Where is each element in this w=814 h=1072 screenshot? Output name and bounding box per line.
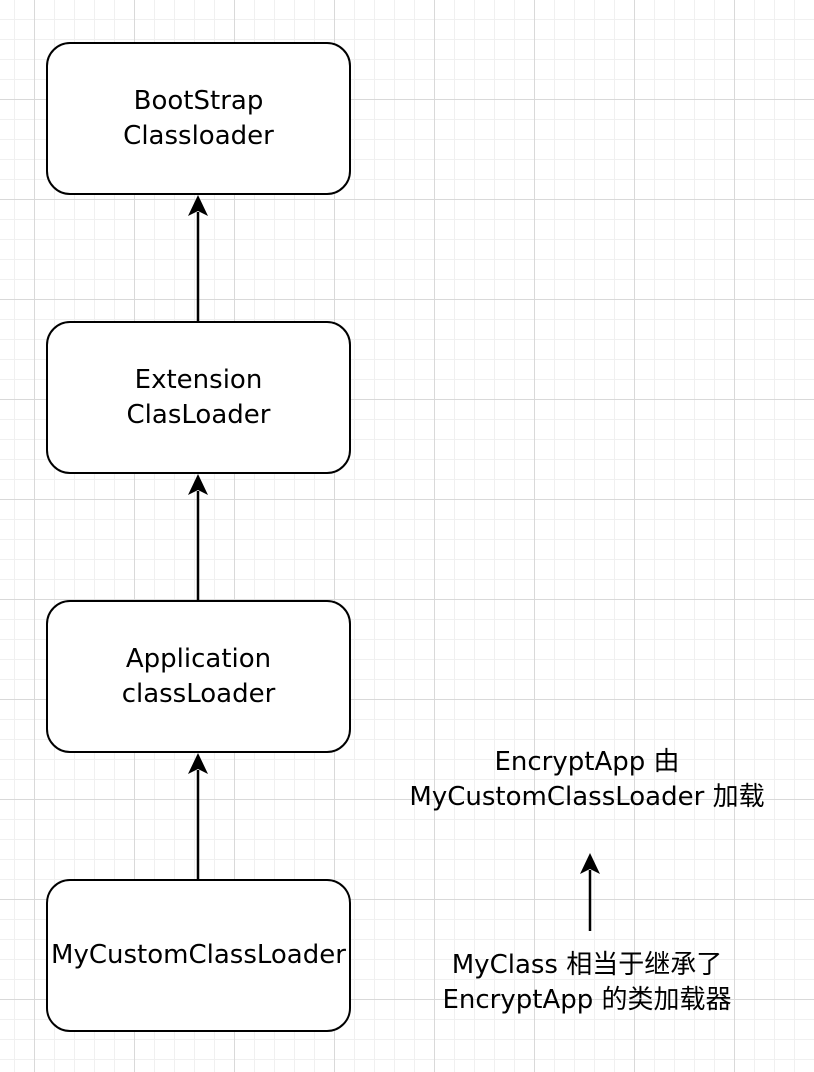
arrowhead-encrypt-note-icon (580, 853, 600, 874)
node-custom-classloader[interactable]: MyCustomClassLoader (46, 879, 351, 1032)
node-extension-classloader[interactable]: Extension ClasLoader (46, 321, 351, 474)
node-application-line-1: Application (125, 643, 272, 674)
arrowhead-extension-icon (188, 474, 208, 495)
node-bootstrap-line-1: BootStrap (133, 85, 264, 116)
node-bootstrap-classloader[interactable]: BootStrap Classloader (46, 42, 351, 195)
note-myclass-line-2: EncryptApp 的类加载器 (442, 985, 732, 1015)
node-extension-line-2: ClasLoader (126, 399, 271, 430)
arrowhead-application-icon (188, 753, 208, 774)
note-encrypt-line-1: EncryptApp 由 (494, 747, 680, 777)
node-extension-line-1: Extension (134, 364, 263, 395)
node-application-line-2: classLoader (121, 678, 276, 709)
arrowhead-bootstrap-icon (188, 195, 208, 216)
note-myclass-line-1: MyClass 相当于继承了 (451, 950, 723, 980)
node-custom-line-1: MyCustomClassLoader (51, 940, 346, 970)
note-encrypt-app[interactable]: EncryptApp 由 MyCustomClassLoader 加载 (380, 745, 794, 815)
note-encrypt-line-2: MyCustomClassLoader 加载 (409, 782, 765, 812)
node-bootstrap-line-2: Classloader (123, 120, 274, 151)
note-myclass[interactable]: MyClass 相当于继承了 EncryptApp 的类加载器 (380, 948, 794, 1018)
node-application-classloader[interactable]: Application classLoader (46, 600, 351, 753)
